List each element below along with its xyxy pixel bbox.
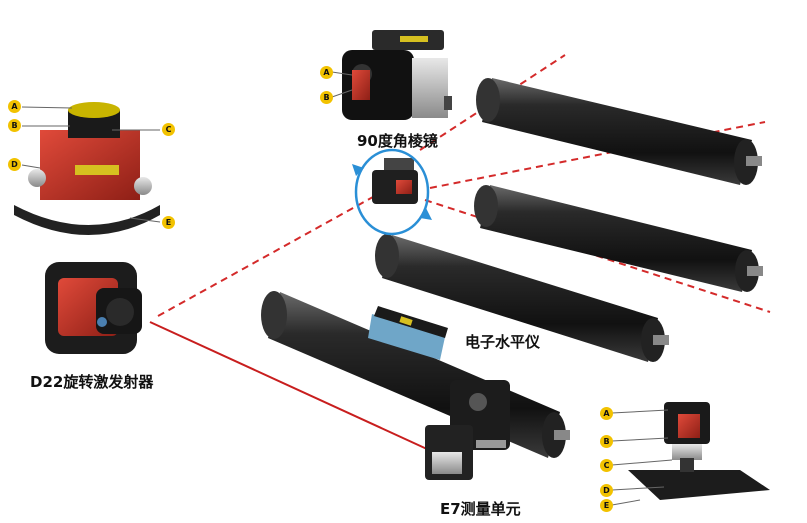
callout-badge-d: D	[600, 484, 613, 497]
e7-unit-inset	[628, 402, 770, 500]
roller-lower	[375, 234, 669, 362]
callout-badge-b: B	[600, 435, 613, 448]
roller-top	[476, 78, 762, 185]
laser-beam-emitter-to-prism	[157, 191, 383, 317]
roller-middle	[474, 185, 763, 292]
callout-badge-b: B	[8, 119, 21, 132]
callout-badge-b: B	[320, 91, 333, 104]
label-prism: 90度角棱镜	[357, 132, 438, 150]
d22-emitter	[45, 262, 142, 354]
label-emitter: D22旋转激发射器	[30, 373, 154, 391]
label-measuring-unit: E7测量单元	[440, 500, 521, 518]
callout-badge-a: A	[8, 100, 21, 113]
laser-beam-right	[429, 121, 766, 189]
prism-inset	[342, 30, 452, 120]
callout-badge-a: A	[320, 66, 333, 79]
callout-badge-e: E	[162, 216, 175, 229]
callout-badge-d: D	[8, 158, 21, 171]
d22-emitter-inset	[14, 102, 160, 235]
callout-badge-c: C	[600, 459, 613, 472]
rotation-arrow-icon	[354, 148, 430, 236]
callout-badge-c: C	[162, 123, 175, 136]
callout-lines	[21, 71, 673, 506]
measuring-unit-e7	[425, 380, 510, 480]
laser-beam-to-unit	[149, 321, 441, 456]
callout-badge-a: A	[600, 407, 613, 420]
label-electronic-level: 电子水平仪	[465, 333, 541, 351]
callout-badge-e: E	[600, 499, 613, 512]
prism-rotating	[352, 148, 432, 236]
electronic-level	[368, 306, 448, 360]
